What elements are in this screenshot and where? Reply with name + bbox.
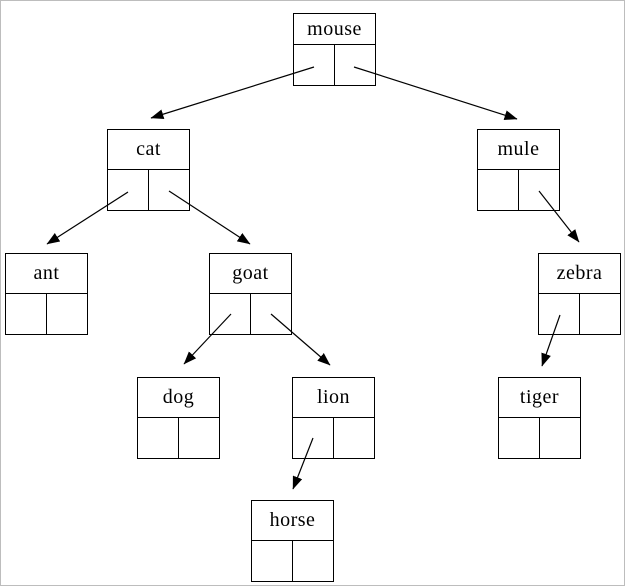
- edge-mouse-cat: [150, 66, 315, 120]
- pointer-cells-mouse: [294, 45, 375, 85]
- tree-node-zebra: zebra: [538, 253, 621, 335]
- node-label-zebra: zebra: [539, 254, 620, 294]
- pointer-cells-tiger: [499, 417, 580, 458]
- node-label-cat: cat: [108, 130, 189, 170]
- pointer-cells-mule: [478, 169, 559, 210]
- left-pointer-cell: [6, 293, 47, 334]
- right-pointer-cell: [149, 170, 189, 210]
- pointer-cells-zebra: [539, 293, 620, 334]
- right-pointer-cell: [335, 45, 375, 85]
- node-label-goat: goat: [210, 254, 291, 294]
- left-pointer-cell: [210, 293, 251, 334]
- tree-node-dog: dog: [137, 377, 220, 459]
- tree-node-mouse: mouse: [293, 13, 376, 86]
- pointer-cells-cat: [108, 169, 189, 210]
- right-pointer-cell: [580, 294, 620, 334]
- left-pointer-cell: [252, 540, 293, 581]
- left-pointer-cell: [138, 417, 179, 458]
- pointer-cells-dog: [138, 417, 219, 458]
- left-pointer-cell: [293, 417, 334, 458]
- tree-node-horse: horse: [251, 500, 334, 582]
- node-label-lion: lion: [293, 378, 374, 418]
- node-label-ant: ant: [6, 254, 87, 294]
- node-label-dog: dog: [138, 378, 219, 418]
- pointer-cells-ant: [6, 293, 87, 334]
- tree-node-mule: mule: [477, 129, 560, 211]
- right-pointer-cell: [519, 170, 559, 210]
- tree-node-cat: cat: [107, 129, 190, 211]
- edge-mouse-mule: [353, 66, 518, 120]
- pointer-cells-lion: [293, 417, 374, 458]
- pointer-cells-horse: [252, 540, 333, 581]
- left-pointer-cell: [294, 45, 335, 85]
- node-label-horse: horse: [252, 501, 333, 541]
- tree-node-ant: ant: [5, 253, 88, 335]
- node-label-tiger: tiger: [499, 378, 580, 418]
- left-pointer-cell: [539, 293, 580, 334]
- right-pointer-cell: [293, 541, 333, 581]
- left-pointer-cell: [108, 169, 149, 210]
- right-pointer-cell: [334, 418, 374, 458]
- right-pointer-cell: [47, 294, 87, 334]
- right-pointer-cell: [540, 418, 580, 458]
- left-pointer-cell: [478, 169, 519, 210]
- node-label-mouse: mouse: [294, 14, 375, 45]
- node-label-mule: mule: [478, 130, 559, 170]
- tree-node-goat: goat: [209, 253, 292, 335]
- right-pointer-cell: [179, 418, 219, 458]
- tree-node-tiger: tiger: [498, 377, 581, 459]
- right-pointer-cell: [251, 294, 291, 334]
- pointer-cells-goat: [210, 293, 291, 334]
- left-pointer-cell: [499, 417, 540, 458]
- tree-node-lion: lion: [292, 377, 375, 459]
